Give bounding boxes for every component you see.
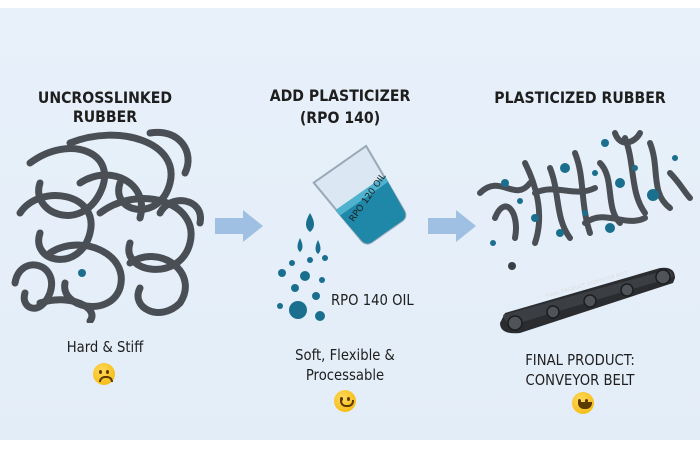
panel3-title: PLASTICIZED RUBBER	[494, 88, 666, 107]
panel1-caption: Hard & Stiff	[66, 338, 144, 356]
panel2-caption-line2: Processable	[305, 366, 385, 384]
panel2-caption-line1: Soft, Flexible &	[295, 346, 395, 364]
panel3-caption-line1: FINAL PRODUCT:	[525, 351, 635, 369]
diagram-canvas: UNCROSSLINKED RUBBER Hard & Stiff ADD PL…	[0, 8, 700, 440]
beaker-icon	[312, 144, 407, 245]
oil-label: RPO 140 OIL	[331, 291, 414, 309]
oil-drops	[277, 213, 328, 321]
arrow-right-icon	[215, 210, 263, 242]
happy-face-icon	[334, 390, 356, 412]
panel2-title-line1: ADD PLASTICIZER	[269, 86, 411, 105]
happy-face-icon	[572, 392, 594, 414]
panel3-caption-line2: CONVEYOR BELT	[525, 371, 635, 389]
conveyor-belt-icon	[500, 267, 675, 334]
tangled-rubber-chains	[11, 128, 204, 323]
sad-face-icon	[93, 363, 115, 385]
arrow-right-icon	[428, 210, 476, 242]
panel1-title: UNCROSSLINKED RUBBER	[37, 88, 173, 126]
plasticized-rubber-chains	[477, 130, 693, 270]
panel2-title-line2: (RPO 140)	[299, 108, 381, 127]
